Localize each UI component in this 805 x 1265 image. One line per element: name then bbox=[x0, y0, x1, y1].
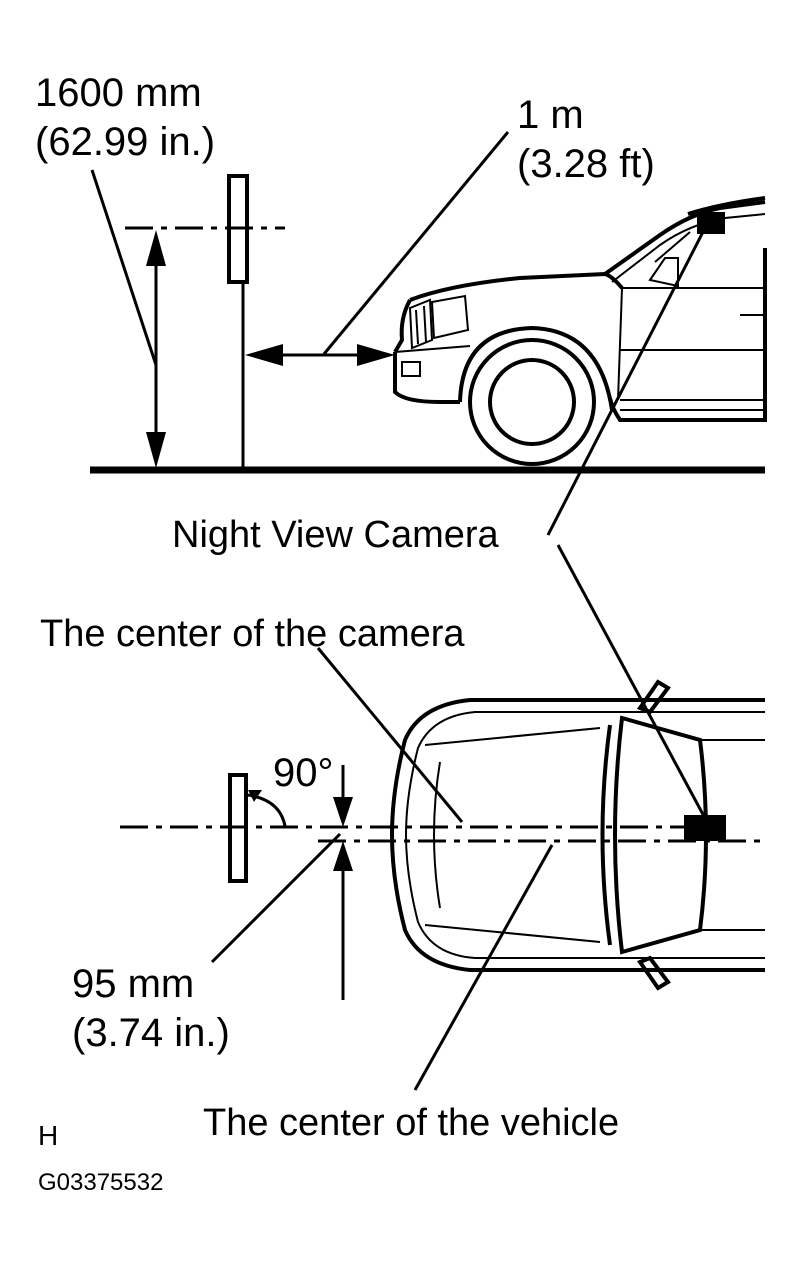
height-leader-line bbox=[90, 169, 158, 366]
offset-dimension-arrows bbox=[333, 765, 353, 1000]
figure-id: G03375532 bbox=[38, 1169, 163, 1196]
vehicle-center-leader-line bbox=[413, 844, 554, 1091]
distance-label-m: 1 m bbox=[517, 93, 584, 137]
height-label-in: (62.99 in.) bbox=[35, 120, 215, 164]
top-vehicle bbox=[389, 679, 765, 991]
camera-center-leader-line bbox=[316, 647, 464, 823]
distance-label-ft: (3.28 ft) bbox=[517, 142, 655, 186]
side-view bbox=[90, 131, 767, 474]
offset-label-in: (3.74 in.) bbox=[72, 1011, 230, 1055]
camera-center-label: The center of the camera bbox=[40, 613, 465, 655]
angle-label: 90° bbox=[273, 751, 334, 795]
distance-dimension-arrow bbox=[245, 344, 395, 366]
camera-leader-lower bbox=[556, 544, 708, 821]
offset-label-mm: 95 mm bbox=[72, 962, 194, 1006]
height-dimension-arrow bbox=[146, 230, 166, 468]
top-view bbox=[120, 647, 765, 1091]
view-code: H bbox=[38, 1120, 58, 1151]
side-camera bbox=[697, 212, 725, 234]
offset-leader-line bbox=[210, 832, 342, 964]
camera-label: Night View Camera bbox=[172, 514, 500, 556]
side-vehicle bbox=[393, 196, 767, 466]
top-camera bbox=[684, 815, 726, 841]
vehicle-center-label: The center of the vehicle bbox=[203, 1102, 619, 1144]
camera-leader-upper bbox=[546, 227, 707, 536]
distance-leader-line bbox=[322, 131, 510, 355]
height-label-mm: 1600 mm bbox=[35, 71, 202, 115]
